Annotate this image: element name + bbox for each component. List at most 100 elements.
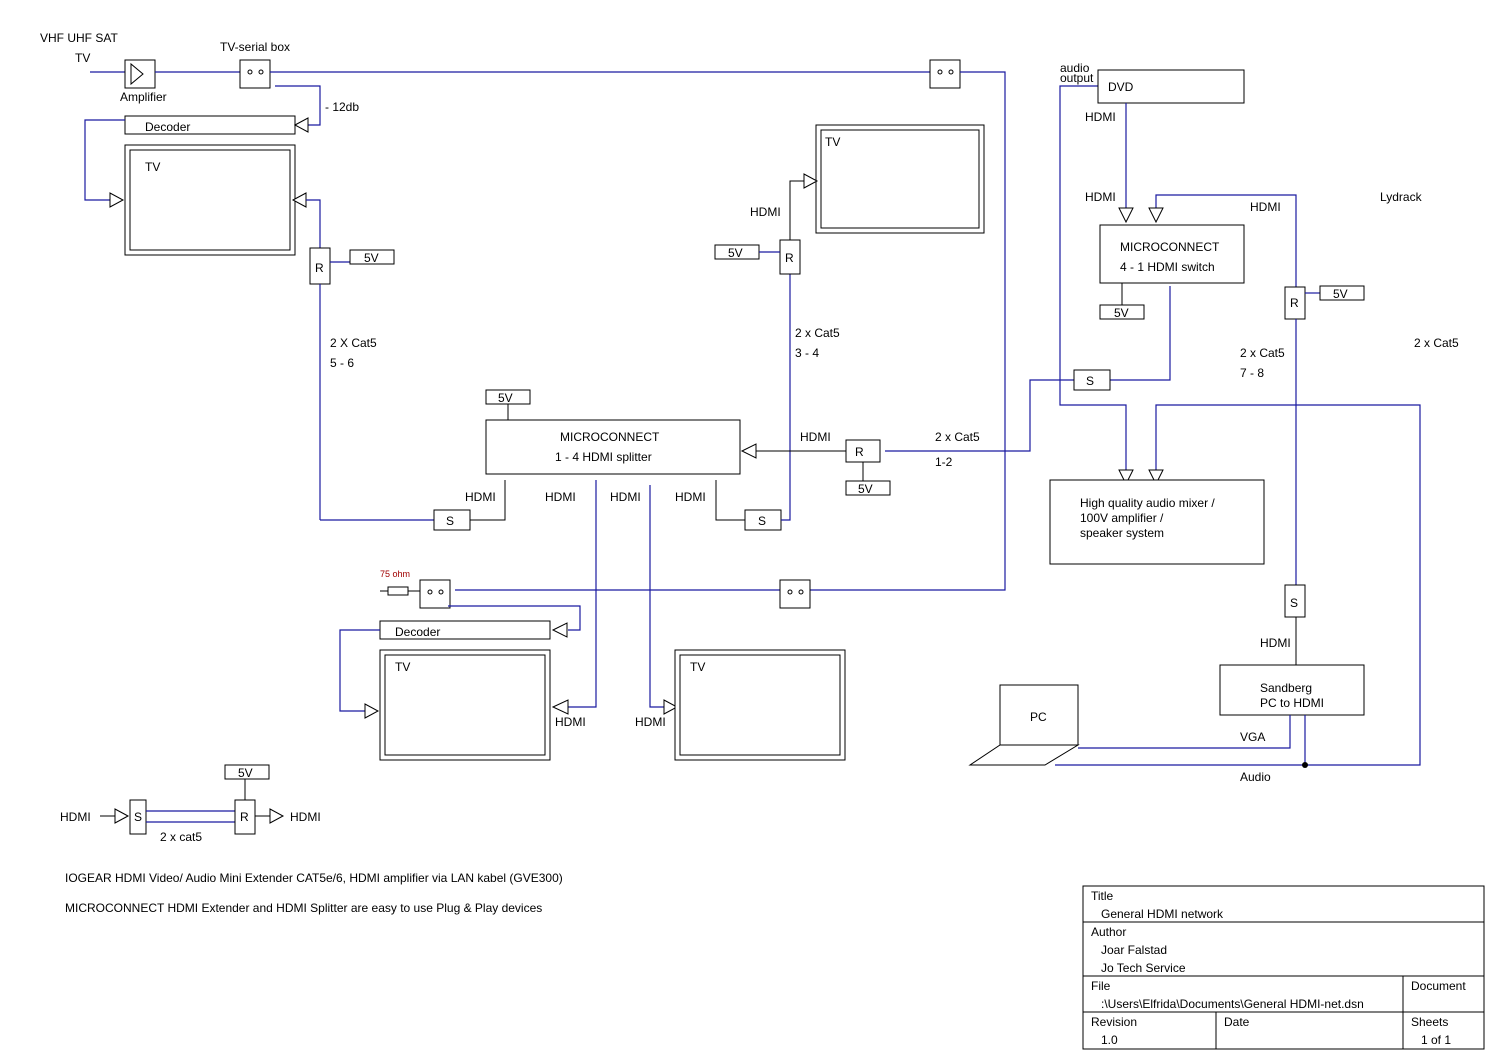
tv-2-label: TV: [825, 135, 840, 149]
cat5-right-label: 2 x Cat5: [1414, 336, 1459, 350]
psu-sandberg-label: 5V: [1333, 287, 1348, 301]
minus-12db-label: - 12db: [325, 100, 359, 114]
hdmi-switch-label-a: MICROCONNECT: [1120, 240, 1220, 254]
decoder-top-label: Decoder: [145, 120, 190, 134]
title-value: General HDMI network: [1101, 907, 1224, 921]
sandberg-label-a: Sandberg: [1260, 681, 1312, 695]
cat5-34-label-a: 2 x Cat5: [795, 326, 840, 340]
psu-splitter-receiver-label: 5V: [858, 482, 873, 496]
title-block: Title General HDMI network Author Joar F…: [1082, 885, 1485, 1050]
pc-screen: [999, 684, 1079, 746]
sandberg-label-b: PC to HDMI: [1260, 696, 1324, 710]
hdmi-label-switch: HDMI: [1250, 200, 1281, 214]
cat5-78-label-b: 7 - 8: [1240, 366, 1264, 380]
file-label: File: [1091, 979, 1111, 993]
vga-label: VGA: [1240, 730, 1265, 744]
sender-sandberg: [1284, 584, 1306, 618]
sender-tv2-label: S: [758, 514, 766, 528]
tv-antenna-label: TV: [75, 51, 90, 65]
psu-tv2-label: 5V: [728, 246, 743, 260]
tv-serial-box-right: [929, 59, 961, 89]
hdmi-label-split3: HDMI: [610, 490, 641, 504]
document-label: Document: [1411, 979, 1466, 993]
psu-tv1-label: 5V: [364, 251, 379, 265]
cat5-56-label-a: 2 X Cat5: [330, 336, 377, 350]
tv-1-label: TV: [145, 160, 160, 174]
revision-value: 1.0: [1101, 1033, 1118, 1047]
dvd-player: [1097, 69, 1245, 104]
legend-cat5-label: 2 x cat5: [160, 830, 202, 844]
tv-3-label: TV: [395, 660, 410, 674]
hdmi-label-split4: HDMI: [675, 490, 706, 504]
cat5-56-label-b: 5 - 6: [330, 356, 354, 370]
hdmi-switch-label-b: 4 - 1 HDMI switch: [1120, 260, 1215, 274]
receiver-sandberg: [1284, 286, 1306, 320]
hdmi-label-tv2: HDMI: [750, 205, 781, 219]
sender-switch: [1073, 369, 1111, 391]
legend-sender-label: S: [134, 810, 142, 824]
hdmi-label-tv3: HDMI: [555, 715, 586, 729]
hdmi-splitter-label-b: 1 - 4 HDMI splitter: [555, 450, 652, 464]
pc-label: PC: [1030, 710, 1047, 724]
hdmi-label-sandberg: HDMI: [1260, 636, 1291, 650]
tv-4-label: TV: [690, 660, 705, 674]
audio-output-label-b: output: [1060, 71, 1094, 85]
cat5-12-label-a: 2 x Cat5: [935, 430, 980, 444]
hdmi-splitter-label-a: MICROCONNECT: [560, 430, 660, 444]
hdmi-label-dvd2: HDMI: [1085, 190, 1116, 204]
sheets-value: 1 of 1: [1421, 1033, 1451, 1047]
audio-mixer: [1049, 479, 1265, 565]
audio-mixer-label-c: speaker system: [1080, 526, 1164, 540]
psu-sandberg: [1319, 285, 1365, 301]
hdmi-splitter: [485, 419, 741, 475]
title-label: Title: [1091, 889, 1114, 903]
receiver-sandberg-label: R: [1290, 296, 1299, 310]
legend-sender: [129, 799, 147, 835]
author-label: Author: [1091, 925, 1126, 939]
audio-output-label-a: audio: [1060, 61, 1090, 75]
psu-switch-label: 5V: [1114, 306, 1129, 320]
tv-serial-box: [239, 59, 271, 89]
tv-serial-box-label: TV-serial box: [220, 40, 290, 54]
hdmi-label-tv4: HDMI: [635, 715, 666, 729]
cat5-12-label-b: 1-2: [935, 455, 953, 469]
author-value-2: Jo Tech Service: [1101, 961, 1186, 975]
dvd-label: DVD: [1108, 80, 1134, 94]
legend-hdmi-in: HDMI: [60, 810, 91, 824]
file-value: :\Users\Elfrida\Documents\General HDMI-n…: [1101, 997, 1364, 1011]
lydrack-label: Lydrack: [1380, 190, 1423, 204]
cat5-34-label-b: 3 - 4: [795, 346, 819, 360]
ohm-label: 75 ohm: [380, 569, 410, 579]
sender-sandberg-label: S: [1290, 596, 1298, 610]
pc-keyboard: [968, 744, 1080, 766]
hdmi-switch: [1099, 224, 1245, 284]
hdmi-label-splitter-in: HDMI: [800, 430, 831, 444]
hdmi-label-dvd: HDMI: [1085, 110, 1116, 124]
sheets-label: Sheets: [1411, 1015, 1448, 1029]
psu-tv1: [349, 249, 395, 265]
legend-receiver: [234, 799, 256, 835]
sender-tv1-label: S: [446, 514, 454, 528]
legend-hdmi-out: HDMI: [290, 810, 321, 824]
note-microconnect: MICROCONNECT HDMI Extender and HDMI Spli…: [65, 901, 542, 915]
note-iogear: IOGEAR HDMI Video/ Audio Mini Extender C…: [65, 871, 563, 885]
author-value-1: Joar Falstad: [1101, 943, 1167, 957]
tv-serial-box-bottom: [419, 579, 451, 609]
audio-mixer-label-a: High quality audio mixer /: [1080, 496, 1215, 510]
hdmi-label-split2: HDMI: [545, 490, 576, 504]
receiver-tv1-label: R: [315, 261, 324, 275]
psu-switch: [1099, 304, 1145, 320]
legend-receiver-label: R: [240, 810, 249, 824]
tv-serial-box-bottom-right: [779, 579, 811, 609]
vhf-label: VHF UHF SAT: [40, 31, 118, 45]
date-label: Date: [1224, 1015, 1250, 1029]
legend-psu: [224, 764, 270, 780]
receiver-splitter-label: R: [855, 445, 864, 459]
cat5-78-label-a: 2 x Cat5: [1240, 346, 1285, 360]
revision-label: Revision: [1091, 1015, 1137, 1029]
sandberg-converter: [1219, 664, 1365, 716]
psu-splitter-label: 5V: [498, 391, 513, 405]
psu-splitter-receiver: [845, 480, 891, 496]
legend-psu-label: 5V: [238, 766, 253, 780]
